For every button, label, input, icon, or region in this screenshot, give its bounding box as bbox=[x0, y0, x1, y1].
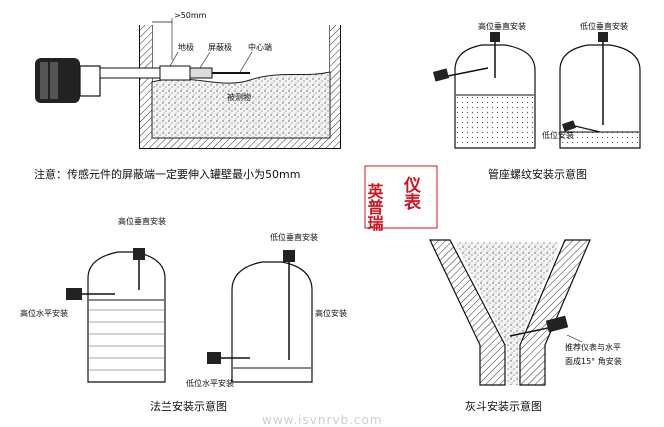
flange-high-horizontal-label: 高位水平安装 bbox=[20, 308, 68, 318]
flange-low-horizontal-label: 低位水平安装 bbox=[186, 378, 234, 388]
tank-detail: >50mm 地极 屏蔽极 中心端 被测物 bbox=[35, 11, 341, 149]
dim-label: >50mm bbox=[174, 11, 207, 20]
ash-hopper-diagram: 推荐仪表与水平 面成15° 角安装 bbox=[429, 239, 622, 386]
ash-hopper-caption: 灰斗安装示意图 bbox=[465, 399, 542, 413]
hopper-recommend-line-1: 推荐仪表与水平 bbox=[565, 342, 621, 352]
pipe-thread-diagram: 高位垂直安装 低位垂直安装 低位安装 bbox=[432, 21, 641, 149]
pipe-thread-caption: 管座螺纹安装示意图 bbox=[488, 167, 587, 181]
flange-diagram: 高位垂直安装 高位水平安装 低位垂直安装 高位安装 低位水平安装 bbox=[20, 216, 347, 388]
center-end-label: 中心端 bbox=[248, 42, 272, 52]
material-label: 被测物 bbox=[227, 92, 251, 102]
watermark: www.isvnrvb.com bbox=[262, 413, 383, 427]
flange-caption: 法兰安装示意图 bbox=[150, 399, 227, 413]
hopper-recommend-line-2: 面成15° 角安装 bbox=[565, 356, 622, 366]
pipe-low-level-label: 低位安装 bbox=[542, 130, 574, 140]
flange-high-vertical-label: 高位垂直安装 bbox=[118, 216, 166, 226]
logo-line-1: 英普瑞 bbox=[365, 182, 385, 232]
flange-low-vertical-label: 低位垂直安装 bbox=[270, 232, 318, 242]
pipe-high-vertical-label: 高位垂直安装 bbox=[478, 21, 526, 31]
installation-note: 注意：传感元件的屏蔽端一定要伸入罐壁最小为50mm bbox=[34, 167, 300, 181]
pipe-low-vertical-label: 低位垂直安装 bbox=[580, 21, 628, 31]
flange-high-level-label: 高位安装 bbox=[315, 308, 347, 318]
company-logo: 英普瑞 仪表 bbox=[364, 165, 438, 232]
shield-pole-label: 屏蔽极 bbox=[208, 42, 232, 52]
ground-pole-label: 地极 bbox=[178, 42, 194, 52]
logo-line-2: 仪表 bbox=[400, 176, 422, 211]
